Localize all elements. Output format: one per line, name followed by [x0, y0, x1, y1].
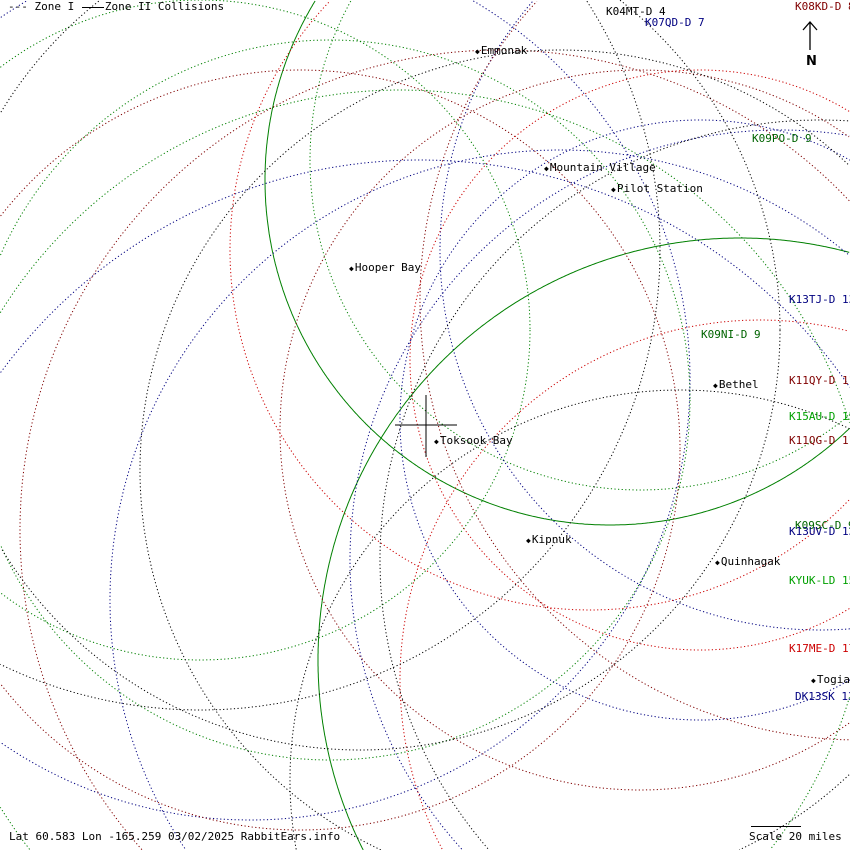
- city-name: Kipnuk: [531, 533, 572, 546]
- station-label-k09sc[interactable]: K09SC-D 9: [795, 519, 850, 532]
- station-label-k13tj[interactable]: K13TJ-D 13: [789, 293, 850, 306]
- station-label-k09po[interactable]: K09PO-D 9: [752, 132, 812, 145]
- zone1-coverage-arc: [279, 69, 850, 791]
- zone1-coverage-arc: [473, 0, 691, 380]
- zone1-coverage-arc: [0, 400, 691, 761]
- city-dot-icon: ◆: [349, 264, 354, 273]
- zone1-coverage-arc: [0, 250, 661, 711]
- station-label-k11qy[interactable]: K11QY-D 11: [789, 374, 850, 387]
- station-label-dk13sk[interactable]: DK13SK 13: [795, 690, 850, 703]
- city-dot-icon: ◆: [715, 558, 720, 567]
- station-label-k07qd[interactable]: K07QD-D 7: [645, 16, 705, 29]
- legend-zone1: --- Zone I: [8, 0, 75, 13]
- city-name: Emmonak: [480, 44, 528, 57]
- city-marker: ◆Pilot Station: [611, 183, 703, 196]
- station-label-kyuk[interactable]: KYUK-LD 15: [789, 574, 850, 587]
- zone1-coverage-arc: [0, 450, 681, 831]
- station-label-k13uv[interactable]: K13UV-D 13: [789, 525, 850, 538]
- city-name: Togial: [816, 673, 850, 686]
- city-marker: ◆Hooper Bay: [349, 262, 421, 275]
- zone1-coverage-arc: [289, 389, 850, 850]
- north-label: N: [806, 54, 817, 69]
- zone1-coverage-arc: [0, 89, 850, 423]
- city-marker: ◆Mountain Village: [544, 162, 656, 175]
- zone1-coverage-arc: [0, 330, 531, 661]
- station-label-k17me[interactable]: K17ME-D 17: [789, 642, 850, 655]
- city-dot-icon: ◆: [434, 437, 439, 446]
- city-marker: ◆Bethel: [713, 379, 759, 392]
- zone1-coverage-arc: [349, 129, 850, 850]
- city-marker: ◆Emmonak: [475, 45, 527, 58]
- zone1-coverage-arc: [0, 0, 27, 18]
- zone1-coverage-arc: [0, 807, 31, 850]
- city-dot-icon: ◆: [811, 676, 816, 685]
- zone1-coverage-arc: [229, 0, 850, 611]
- zone1-coverage-arc: [19, 49, 850, 850]
- station-label-k11qg[interactable]: K11QG-D 11: [789, 434, 850, 447]
- zone1-coverage-arc: [738, 774, 850, 850]
- zone1-coverage-arc: [0, 69, 681, 450]
- north-arrow-icon: [800, 20, 820, 52]
- zone1-coverage-arc: [419, 0, 849, 741]
- zone1-coverage-arc: [586, 0, 661, 250]
- city-name: Pilot Station: [616, 182, 703, 195]
- zone1-coverage-arc: [309, 0, 850, 491]
- zone1-coverage-arc: [0, 380, 691, 821]
- legend: --- Zone I Zone II Collisions: [8, 1, 224, 13]
- station-label-k15au[interactable]: K15AU-D 15: [789, 410, 850, 423]
- zone1-coverage-arc: [0, 330, 781, 751]
- zone1-coverage-arc: [399, 119, 850, 721]
- city-dot-icon: ◆: [526, 536, 531, 545]
- zone1-coverage-arc: [409, 69, 850, 651]
- city-dot-icon: ◆: [544, 164, 549, 173]
- crosshair-icon: [395, 395, 457, 457]
- legend-solid-line: [81, 6, 104, 8]
- station-label-k08kd[interactable]: K08KD-D 8: [795, 0, 850, 13]
- footer-scale: Scale 20 miles: [749, 830, 842, 843]
- city-dot-icon: ◆: [713, 381, 718, 390]
- city-name: Toksook Bay: [439, 434, 513, 447]
- zone1-coverage-arc: [0, 159, 850, 388]
- legend-zone2: Zone II Collisions: [104, 0, 225, 13]
- zone1-coverage-arc: [109, 149, 850, 849]
- city-name: Mountain Village: [549, 161, 656, 174]
- zone1-coverage-arc: [0, 39, 691, 400]
- station-label-k09ni[interactable]: K09NI-D 9: [701, 328, 761, 341]
- scale-bar: [751, 826, 801, 827]
- city-marker: ◆Quinhagak: [715, 556, 780, 569]
- city-name: Hooper Bay: [354, 261, 422, 274]
- station-label-k04mt[interactable]: K04MT-D 4: [606, 5, 666, 18]
- city-name: Quinhagak: [720, 555, 781, 568]
- city-name: Bethel: [718, 378, 759, 391]
- zone2-collision-arc: [317, 237, 850, 850]
- city-marker: ◆Togial: [811, 674, 850, 687]
- zone1-coverage-arc: [399, 319, 849, 850]
- city-marker: ◆Kipnuk: [526, 534, 572, 547]
- city-dot-icon: ◆: [475, 47, 480, 56]
- city-dot-icon: ◆: [611, 185, 616, 194]
- zone1-coverage-arc: [439, 0, 850, 631]
- city-marker: ◆Toksook Bay: [434, 435, 513, 448]
- zone2-collision-arc: [264, 0, 850, 526]
- zone1-coverage-arc: [139, 49, 850, 850]
- footer-coords: Lat 60.583 Lon -165.259 03/02/2025 Rabbi…: [9, 830, 341, 843]
